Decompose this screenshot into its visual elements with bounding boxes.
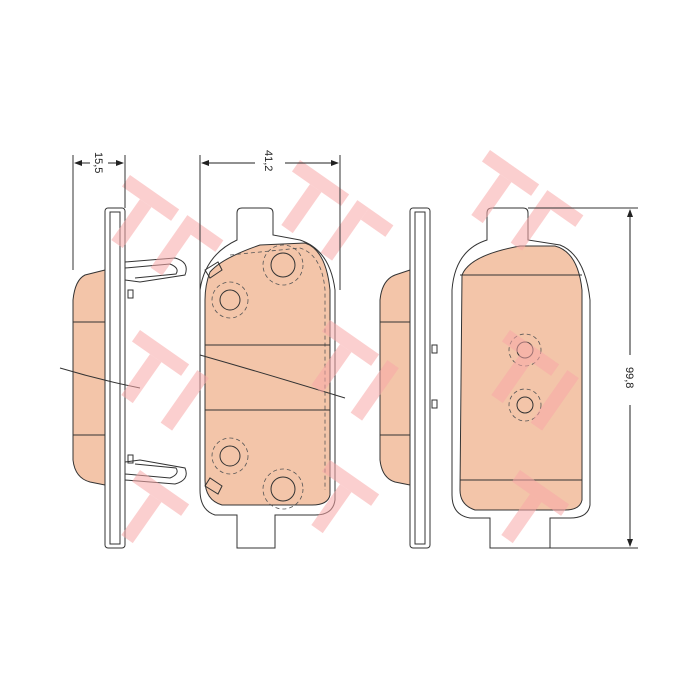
dimension-width: 41,2 xyxy=(199,150,341,290)
pad-side-view-left xyxy=(72,207,187,549)
dimension-height: 99,8 xyxy=(528,207,638,549)
dimension-thickness: 15,5 xyxy=(72,152,126,270)
width-label: 41,2 xyxy=(262,150,274,171)
thickness-label: 15,5 xyxy=(92,152,104,173)
pad-front-view-2 xyxy=(451,207,591,549)
pad-front-view-1 xyxy=(199,207,336,549)
trw-watermark xyxy=(111,150,584,544)
pad-side-view-right xyxy=(379,207,438,549)
wire-right xyxy=(199,354,346,399)
height-label: 99,8 xyxy=(623,367,635,388)
